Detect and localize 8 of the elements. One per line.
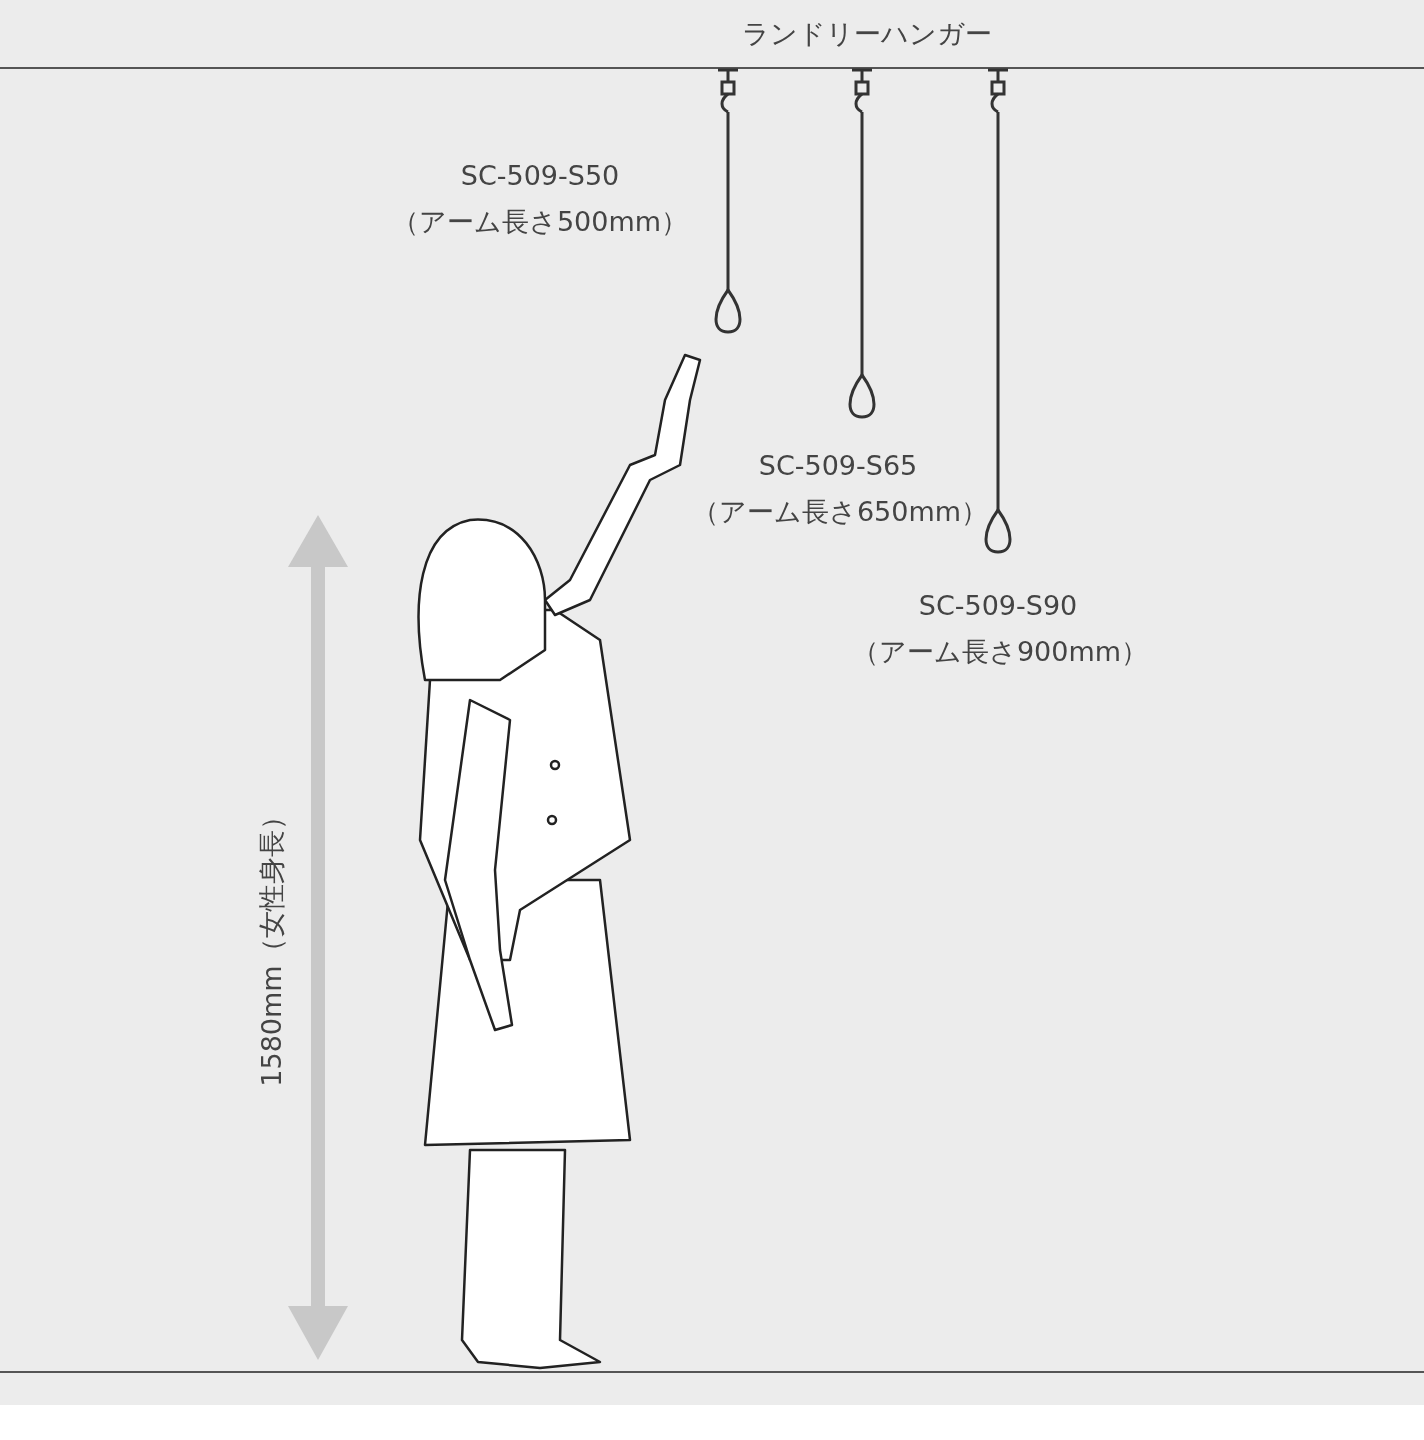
section-label: ランドリーハンガー (742, 17, 992, 51)
arm-length-note: （アーム長さ500mm） (391, 205, 689, 239)
arm-length-note: （アーム長さ900mm） (851, 635, 1149, 669)
arm-length-note: （アーム長さ650mm） (691, 495, 989, 529)
model-number: SC-509-S50 (460, 160, 620, 191)
model-number: SC-509-S65 (758, 450, 918, 481)
height-dimension-label: 1580mm（女性身長） (255, 803, 288, 1087)
model-number: SC-509-S90 (918, 590, 1078, 621)
